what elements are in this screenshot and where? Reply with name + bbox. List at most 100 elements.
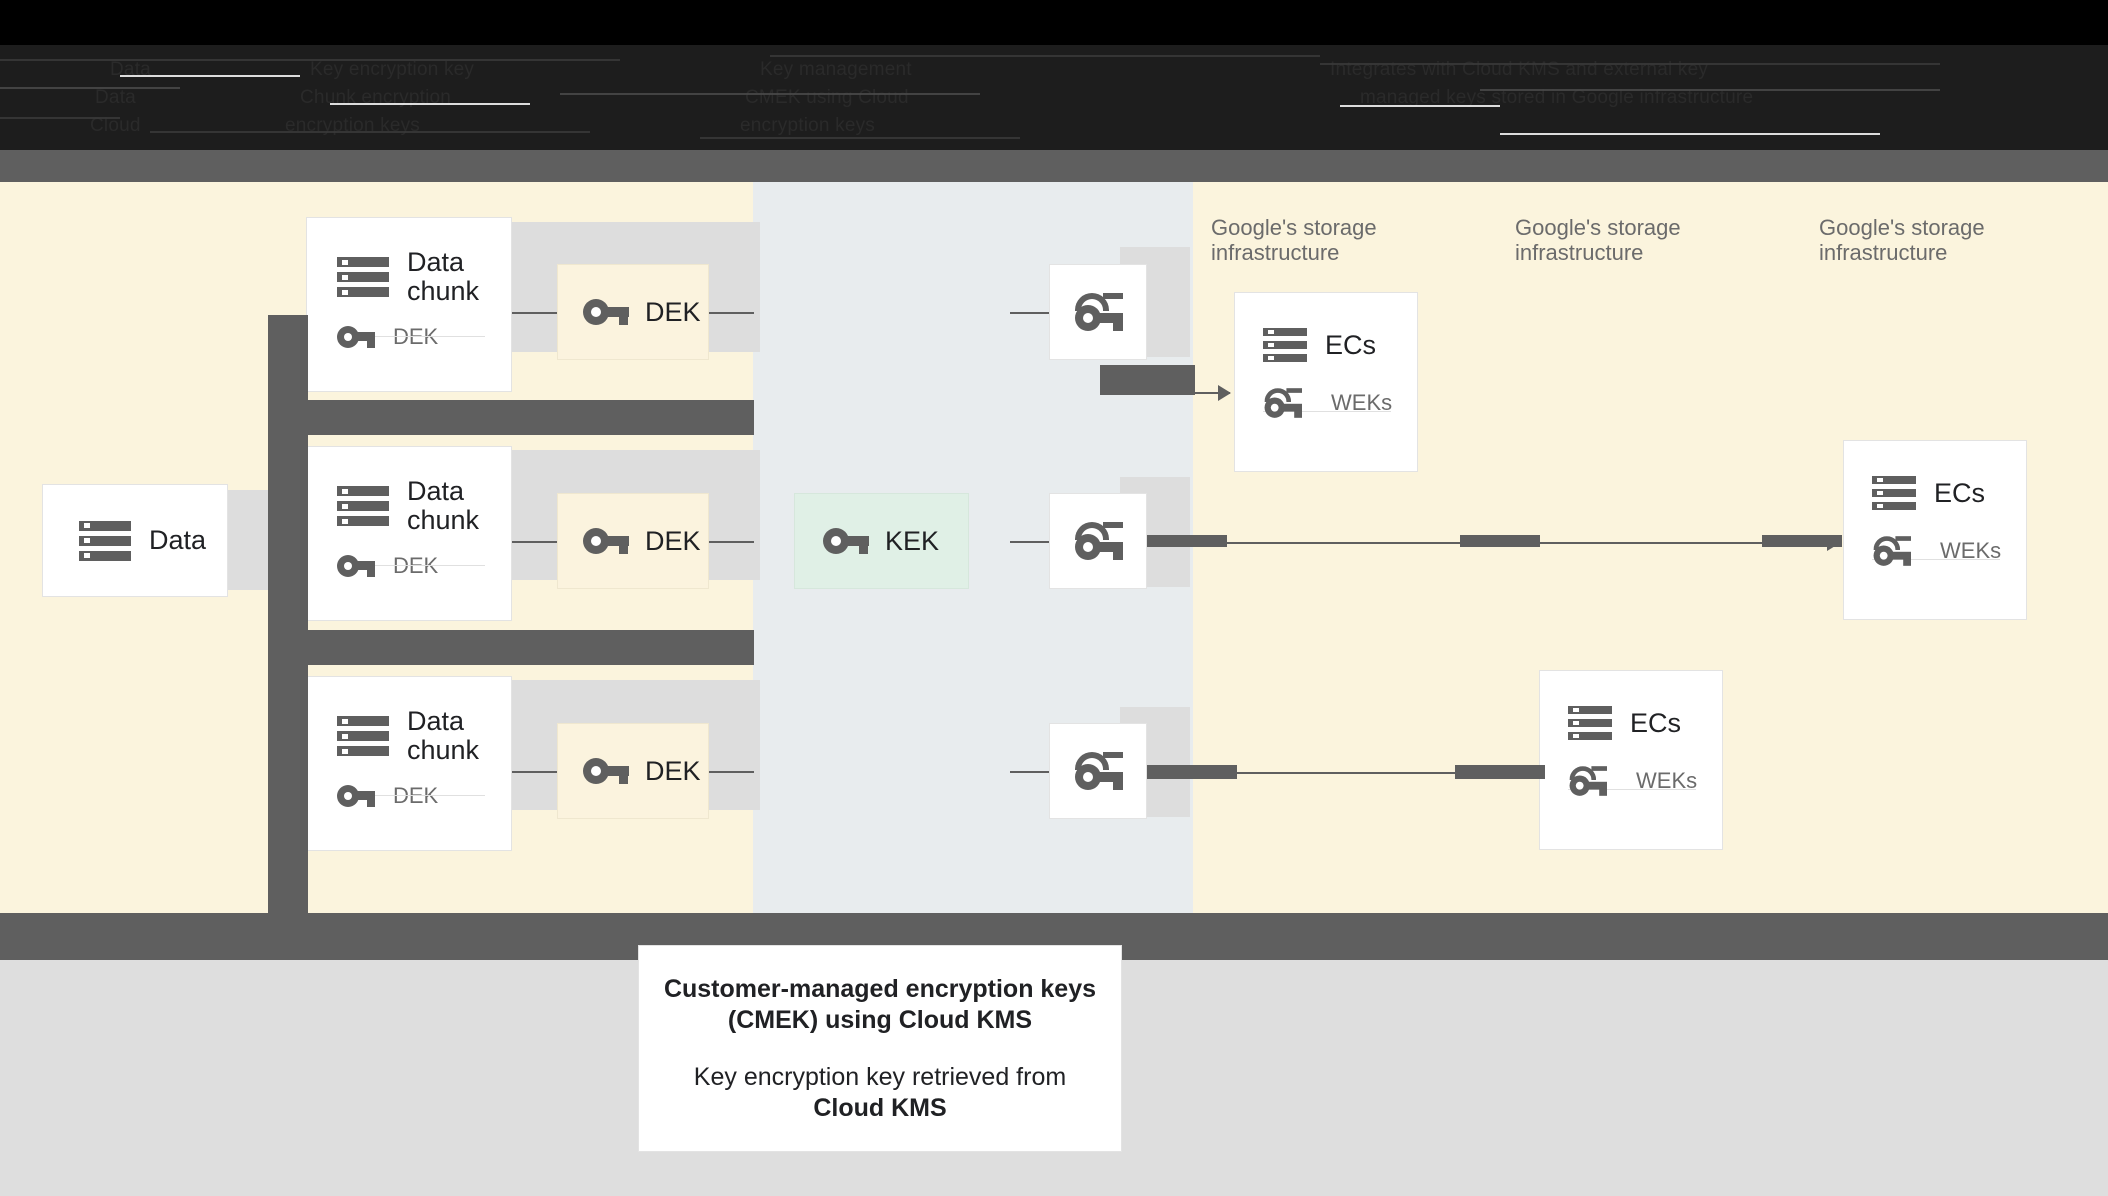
data-chunk-card-2[interactable]: Data chunk DEK (306, 446, 512, 621)
server-stack-icon (1568, 706, 1612, 740)
connector-dek3-right (709, 771, 754, 773)
server-stack-icon (1872, 476, 1916, 510)
double-key-icon (1568, 766, 1607, 796)
wek-box-3[interactable] (1049, 723, 1147, 819)
diagram-canvas: Google's storage infrastructure Google's… (0, 182, 2108, 955)
ecs-card-2[interactable]: ECs WEKs (1843, 440, 2027, 620)
key-icon (337, 785, 375, 807)
obscured-label-3: Cloud (90, 115, 141, 136)
caption-title-line1: Customer-managed encryption keys (663, 974, 1097, 1003)
caption-title: Customer-managed encryption keys (CMEK) … (664, 974, 1096, 1036)
ecs-card-1[interactable]: ECs WEKs (1234, 292, 1418, 472)
obscured-rule-8 (0, 117, 120, 119)
obscured-rule-3 (770, 55, 1320, 57)
dek-sublabel: DEK (393, 324, 439, 349)
redaction-arrow-3b (1455, 765, 1545, 779)
obscured-highlight-1 (120, 75, 300, 77)
obscured-label-11: managed keys stored in Google infrastruc… (1360, 87, 1754, 108)
obscured-highlight-4 (1500, 133, 1880, 135)
dek-box-2[interactable]: DEK (557, 493, 709, 589)
obscured-rule-9 (150, 131, 590, 133)
connector-dek1-right (709, 312, 754, 314)
server-stack-icon (337, 716, 389, 756)
obscured-label-4: Key encryption key (310, 59, 475, 80)
arrow-line-to-ecs-3 (1147, 772, 1607, 774)
dek-label: DEK (645, 296, 701, 327)
kek-label: KEK (885, 525, 940, 556)
obscured-rule-5 (0, 87, 180, 89)
server-stack-icon (79, 520, 131, 561)
caption-title-line2: (CMEK) using Cloud KMS (727, 1005, 1033, 1034)
ecs-label: ECs (1934, 477, 1986, 508)
server-stack-icon (1263, 328, 1307, 362)
key-icon (337, 326, 375, 348)
storage-label-1: Google's storage infrastructure (1211, 215, 1377, 265)
dek-box-3[interactable]: DEK (557, 723, 709, 819)
double-key-icon (1073, 293, 1123, 331)
redaction-branch-1 (268, 400, 754, 435)
dek-box-1[interactable]: DEK (557, 264, 709, 360)
caption-body: Key encryption key retrieved from Cloud … (694, 1062, 1066, 1124)
obscured-rule-1 (0, 59, 300, 61)
data-chunk-card-1[interactable]: Data chunk DEK (306, 217, 512, 392)
obscured-label-6: encryption keys (285, 115, 421, 136)
ecs-card-3[interactable]: ECs WEKs (1539, 670, 1723, 850)
obscured-highlight-3 (1340, 105, 1500, 107)
key-icon (583, 528, 629, 554)
data-box[interactable]: Data (42, 484, 228, 597)
connector-chunk3-dek3 (512, 771, 557, 773)
obscured-label-8: CMEK using Cloud (745, 87, 909, 108)
storage-label-3: Google's storage infrastructure (1819, 215, 1985, 265)
card-divider (1568, 789, 1696, 790)
ecs-label: ECs (1630, 707, 1682, 738)
kek-box[interactable]: KEK (794, 493, 969, 589)
connector-to-wek-1 (1010, 312, 1058, 314)
connector-dek2-right (709, 541, 754, 543)
data-chunk-label: Data chunk (407, 247, 480, 306)
top-obscured-text-band: Data Data Cloud Key encryption key Chunk… (0, 45, 2108, 150)
obscured-label-10: Integrates with Cloud KMS and external k… (1330, 59, 1709, 80)
key-icon (823, 528, 869, 554)
weks-sublabel: WEKs (1331, 390, 1393, 415)
double-key-icon (1872, 536, 1911, 566)
data-chunk-label: Data chunk (407, 476, 480, 535)
obscured-rule-2 (300, 59, 620, 61)
arrow-head-to-ecs-1 (1218, 385, 1231, 401)
redaction-branch-2 (268, 630, 754, 665)
data-chunk-card-3[interactable]: Data chunk DEK (306, 676, 512, 851)
card-divider (1872, 559, 2000, 560)
key-icon (583, 299, 629, 325)
redaction-arrow-2b (1460, 535, 1540, 547)
double-key-icon (1073, 522, 1123, 560)
connector-chunk1-dek1 (512, 312, 557, 314)
weks-sublabel: WEKs (1636, 768, 1698, 793)
card-divider (337, 565, 485, 566)
obscured-rule-4 (1320, 63, 1940, 65)
redaction-arrow-3a (1147, 765, 1237, 779)
obscured-rule-7 (1480, 89, 1940, 91)
connector-to-wek-3 (1010, 771, 1058, 773)
dek-label: DEK (645, 525, 701, 556)
obscured-label-1: Data (110, 59, 151, 80)
dek-label: DEK (645, 755, 701, 786)
card-divider (337, 795, 485, 796)
wek-box-2[interactable] (1049, 493, 1147, 589)
obscured-rule-10 (700, 137, 1020, 139)
connector-chunk2-dek2 (512, 541, 557, 543)
card-divider (1263, 411, 1391, 412)
dek-sublabel: DEK (393, 553, 439, 578)
obscured-highlight-2 (330, 103, 530, 105)
obscured-label-5: Chunk encryption (300, 87, 452, 108)
wek-box-1[interactable] (1049, 264, 1147, 360)
double-key-icon (1263, 388, 1302, 418)
ecs-label: ECs (1325, 329, 1377, 360)
redaction-arrow-2a (1147, 535, 1227, 547)
data-chunk-label: Data chunk (407, 706, 480, 765)
obscured-label-2: Data (95, 87, 136, 108)
obscured-label-7: Key management (760, 59, 912, 80)
caption-body-line2: Cloud KMS (813, 1093, 947, 1122)
double-key-icon (1073, 752, 1123, 790)
key-icon (583, 758, 629, 784)
connector-to-wek-2 (1010, 541, 1058, 543)
